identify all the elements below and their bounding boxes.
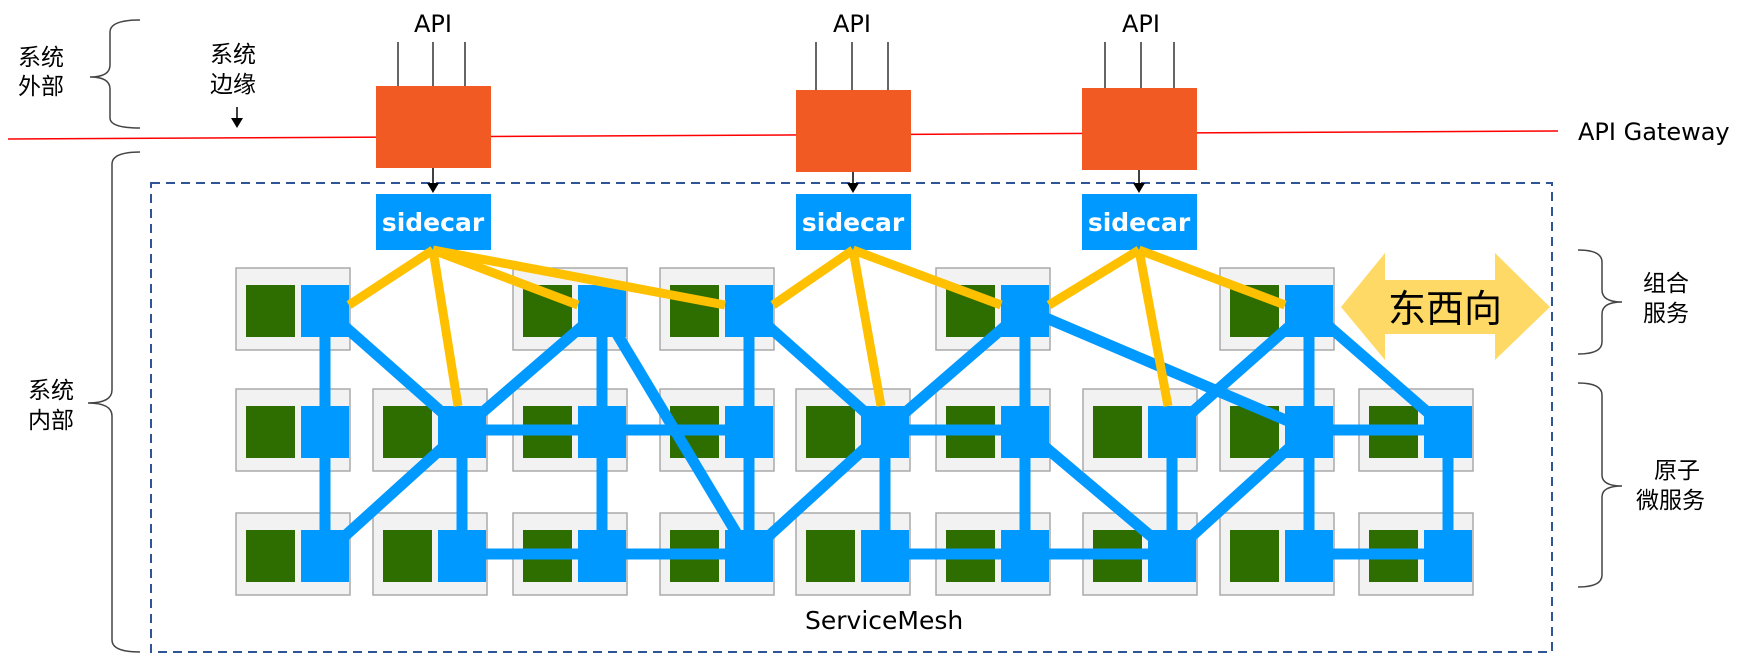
north-south-link: [851, 245, 1003, 310]
sidecar-proxy: [578, 285, 626, 337]
sidecar-proxy: [861, 530, 909, 582]
service-instance: [1093, 406, 1142, 458]
service-mesh-label: ServiceMesh: [805, 606, 963, 635]
service-instance: [383, 530, 432, 582]
sidecar-proxy: [1424, 406, 1472, 458]
outside-brace: [89, 19, 141, 129]
sidecar-proxy: [1148, 530, 1196, 582]
sidecar-proxy: [1001, 285, 1049, 337]
service-instance: [246, 406, 295, 458]
edge-down-arrow-icon: [231, 107, 243, 128]
gateway-box[interactable]: [796, 90, 911, 172]
sidecar-proxy: [301, 406, 349, 458]
arrow-down-icon: [1133, 183, 1145, 193]
atomic-brace: [1577, 382, 1623, 588]
sidecar-label: sidecar: [1088, 208, 1191, 237]
sidecar-proxy: [1424, 530, 1472, 582]
edge-sidecar[interactable]: [376, 194, 491, 250]
inside-label-line2: 内部: [28, 408, 74, 434]
sidecar-proxy: [438, 406, 486, 458]
composite-brace: [1577, 249, 1623, 355]
north-south-link: [848, 249, 886, 407]
sidecar-label: sidecar: [802, 208, 905, 237]
edge-sidecar[interactable]: [1082, 194, 1197, 250]
service-instance: [383, 406, 432, 458]
north-south-link: [431, 245, 580, 310]
service-instance: [806, 530, 855, 582]
api-gateway-1[interactable]: API sidecar: [376, 10, 491, 250]
sidecar-proxy: [1001, 530, 1049, 582]
sidecar-proxy: [1285, 285, 1333, 337]
gateway-box[interactable]: [376, 86, 491, 168]
north-south-link: [428, 249, 463, 407]
sidecar-proxy: [725, 406, 773, 458]
sidecar-proxy: [1001, 406, 1049, 458]
north-south-link: [1137, 245, 1287, 310]
sidecar-proxy: [725, 530, 773, 582]
service-mesh-boundary: [150, 182, 1553, 653]
edge-label-line1: 系统: [210, 42, 256, 68]
service-instance: [246, 285, 295, 337]
north-south-link: [432, 245, 726, 310]
sidecar-proxy: [438, 530, 486, 582]
outside-label-line2: 外部: [18, 74, 64, 100]
composite-label-line1: 组合: [1643, 271, 1689, 297]
north-south-link: [346, 246, 436, 309]
sidecar-proxy: [1285, 530, 1333, 582]
composite-label-line2: 服务: [1643, 301, 1689, 327]
edge-sidecar[interactable]: [796, 194, 911, 250]
api-gateway-2[interactable]: API sidecar: [796, 10, 911, 250]
service-instance: [246, 530, 295, 582]
sidecar-proxy: [1148, 406, 1196, 458]
service-instance: [806, 406, 855, 458]
north-south-link: [1134, 249, 1173, 407]
sidecar-proxy: [725, 285, 773, 337]
atomic-label-line2: 微服务: [1636, 488, 1705, 514]
api-label: API: [414, 10, 452, 38]
arrow-down-icon: [427, 183, 439, 193]
sidecar-proxy: [301, 530, 349, 582]
api-label: API: [833, 10, 871, 38]
sidecar-proxy: [578, 406, 626, 458]
outside-label-line1: 系统: [18, 45, 64, 71]
north-south-link: [1046, 246, 1142, 309]
east-west-label: 东西向: [1388, 287, 1502, 331]
api-gateway-label: API Gateway: [1578, 118, 1730, 146]
api-gateway-boundary-line: [7, 130, 1559, 140]
edge-label-line2: 边缘: [210, 72, 256, 98]
gateway-box[interactable]: [1082, 88, 1197, 170]
north-south-link: [770, 246, 856, 309]
mesh-link: [1022, 303, 1312, 436]
service-instance: [1230, 530, 1279, 582]
atomic-label-line1: 原子: [1654, 458, 1700, 484]
arrow-down-icon: [847, 183, 859, 193]
east-west-arrow: 东西向: [1341, 253, 1550, 360]
sidecar-proxy: [1285, 406, 1333, 458]
sidecar-proxy: [578, 530, 626, 582]
inside-brace: [87, 151, 141, 653]
mesh-link: [1021, 425, 1176, 559]
sidecar-proxy: [301, 285, 349, 337]
sidecar-label: sidecar: [382, 208, 485, 237]
inside-label-line1: 系统: [28, 378, 74, 404]
sidecar-proxy: [861, 406, 909, 458]
api-gateway-3[interactable]: API sidecar: [1082, 10, 1197, 250]
api-label: API: [1122, 10, 1160, 38]
